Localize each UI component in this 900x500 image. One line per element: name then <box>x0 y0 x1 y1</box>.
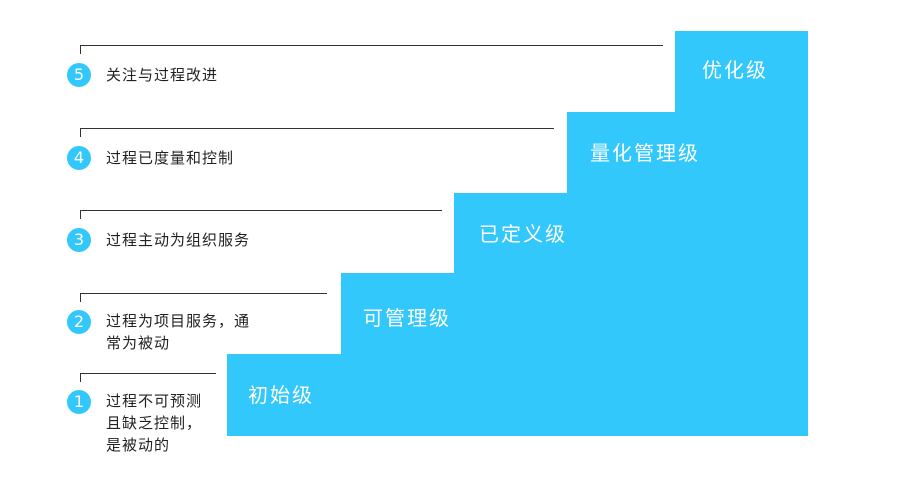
level-2-description: 过程为项目服务，通 常为被动 <box>106 312 251 352</box>
step-label-4: 量化管理级 <box>590 141 700 165</box>
level-3-leader-line <box>80 210 442 219</box>
level-1-badge: 1 <box>67 390 91 414</box>
level-4-badge: 4 <box>67 146 91 170</box>
level-1-leader-line <box>80 373 216 382</box>
level-4-leader-line <box>80 128 554 137</box>
step-3 <box>454 193 808 274</box>
level-1-description: 过程不可预测 且缺乏控制， 是被动的 <box>106 392 203 454</box>
step-label-3: 已定义级 <box>479 222 567 246</box>
step-label-2: 可管理级 <box>363 306 451 330</box>
level-5-leader-line <box>80 45 663 54</box>
level-3-description: 过程主动为组织服务 <box>106 231 251 249</box>
level-5-badge: 5 <box>67 63 91 87</box>
step-label-5: 优化级 <box>702 58 768 82</box>
level-2-badge: 2 <box>67 310 91 334</box>
level-4-description: 过程已度量和控制 <box>106 149 235 167</box>
step-label-1: 初始级 <box>248 383 314 407</box>
step-4 <box>567 112 808 194</box>
level-3-badge: 3 <box>67 228 91 252</box>
step-5 <box>675 31 808 113</box>
step-2 <box>341 273 808 355</box>
level-2-leader-line <box>80 293 327 302</box>
level-5-description: 关注与过程改进 <box>106 66 219 84</box>
step-1 <box>227 354 808 436</box>
